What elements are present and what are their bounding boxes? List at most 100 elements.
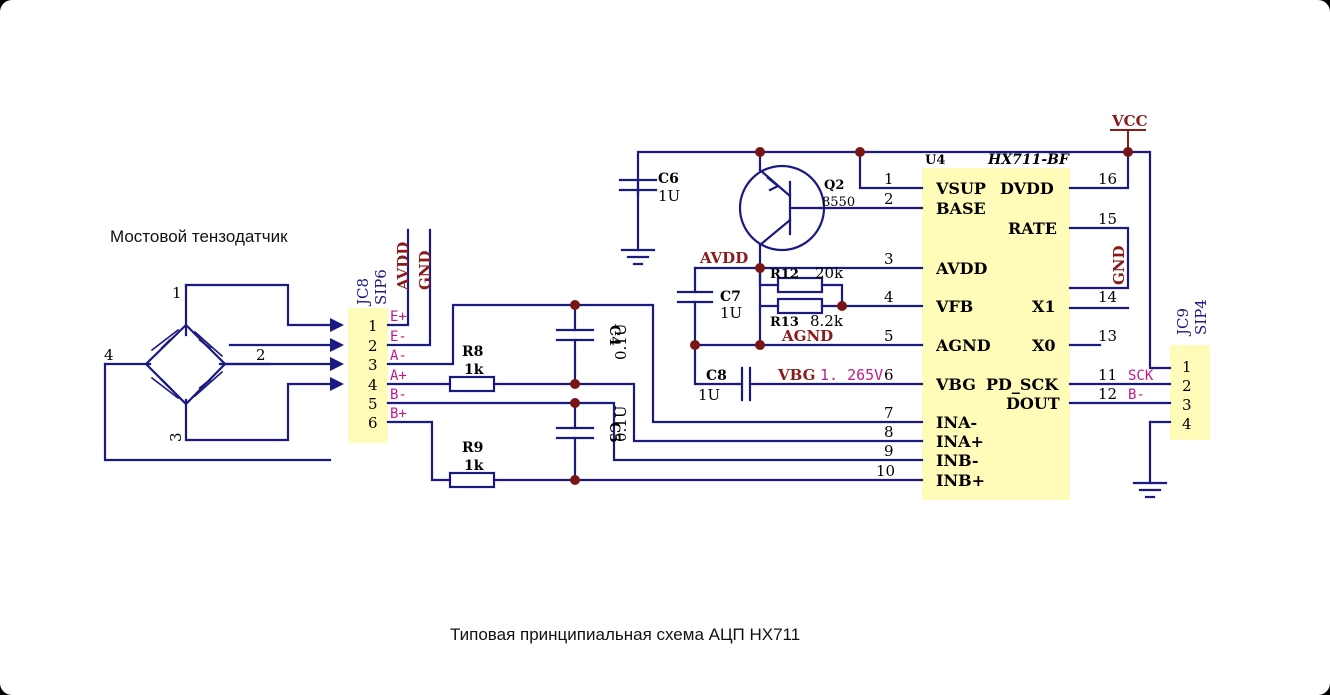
svg-text:AGND: AGND (935, 336, 991, 355)
svg-text:10: 10 (876, 462, 895, 480)
svg-text:2: 2 (1182, 377, 1192, 395)
svg-text:12: 12 (1098, 385, 1117, 403)
svg-text:2: 2 (884, 190, 894, 208)
svg-text:INA+: INA+ (936, 432, 984, 451)
svg-text:3: 3 (884, 250, 894, 268)
svg-text:14: 14 (1098, 288, 1117, 306)
r12-value: 20k (815, 264, 844, 282)
c4-ref: C4 (606, 325, 622, 346)
svg-text:11: 11 (1098, 366, 1117, 384)
u4-chip-body (922, 168, 1070, 500)
jc8-type: SIP6 (372, 269, 390, 305)
resistors (448, 276, 824, 489)
svg-text:RATE: RATE (1008, 219, 1057, 238)
svg-text:X1: X1 (1032, 297, 1056, 316)
r8-value: 1k (464, 362, 484, 378)
r13-symbol (776, 297, 824, 315)
u4-right-pin-numbers: 16 15 14 13 11 12 (1098, 170, 1117, 403)
r13-value: 8.2k (810, 312, 844, 330)
svg-text:DOUT: DOUT (1006, 394, 1060, 413)
diagram-caption: Типовая принципиальная схема АЦП HX711 (450, 625, 800, 644)
c4-value: 0.1U (612, 324, 630, 361)
r9-symbol (448, 471, 496, 489)
jc8-avdd-label: AVDD (394, 242, 412, 291)
svg-text:AVDD: AVDD (935, 259, 988, 278)
jc9-ref: JC9 (1174, 308, 1192, 337)
vcc-net-label: VCC (1111, 112, 1148, 130)
agnd-net-label: AGND (781, 327, 833, 345)
c5-ref: C5 (606, 422, 622, 443)
svg-text:16: 16 (1098, 170, 1117, 188)
svg-text:B+: B+ (390, 406, 407, 422)
svg-text:INB-: INB- (936, 451, 979, 470)
wires (103, 150, 1172, 485)
c8-value: 1U (698, 386, 720, 404)
r9-value: 1k (464, 458, 484, 474)
svg-text:15: 15 (1098, 210, 1117, 228)
u4-left-pin-numbers: 1 2 3 4 5 6 7 8 9 10 (876, 170, 895, 480)
c8-ref: C8 (706, 368, 727, 384)
q2-transistor-symbol (738, 164, 826, 252)
c6-ref: C6 (658, 171, 679, 187)
c7-ref: C7 (720, 289, 741, 305)
svg-text:9: 9 (884, 442, 894, 460)
u4-part: HX711-BF (987, 152, 1070, 168)
u4-right-pin-names: DVDD RATE X1 X0 PD_SCK DOUT (986, 179, 1060, 413)
bridge-pin-3: 3 (167, 432, 185, 442)
r8-ref: R8 (462, 344, 483, 360)
svg-text:E+: E+ (390, 309, 407, 325)
jc9-sck-label: SCK (1128, 368, 1154, 384)
jc8-signal-labels: E+ E- A- A+ B- B+ (390, 309, 407, 422)
jc9-type: SIP4 (1192, 299, 1210, 335)
r12-ref: R12 (770, 267, 799, 282)
svg-text:6: 6 (884, 366, 894, 384)
r8-symbol (448, 375, 496, 393)
c7-value: 1U (720, 304, 742, 322)
svg-text:E-: E- (390, 329, 407, 345)
c6-symbol (618, 178, 658, 192)
svg-text:1: 1 (1182, 358, 1192, 376)
svg-text:1: 1 (884, 170, 894, 188)
bridge-pin-4: 4 (104, 346, 114, 364)
sensor-label: Мостовой тензодатчик (110, 227, 288, 246)
jc9-connector-body (1170, 345, 1210, 440)
svg-text:2: 2 (368, 337, 378, 355)
svg-text:X0: X0 (1032, 336, 1056, 355)
c6-value: 1U (658, 187, 680, 205)
jc8-input-arrows (330, 318, 344, 391)
svg-text:A+: A+ (390, 368, 407, 384)
svg-text:8: 8 (884, 423, 894, 441)
svg-text:VBG: VBG (935, 375, 976, 394)
svg-text:VFB: VFB (935, 297, 973, 316)
c8-symbol (740, 366, 752, 402)
gnd-net-label: GND (1110, 245, 1128, 285)
bridge-pin-2: 2 (256, 346, 266, 364)
svg-text:5: 5 (368, 395, 378, 413)
capacitors (555, 178, 752, 440)
avdd-net-label: AVDD (699, 249, 748, 267)
r13-ref: R13 (770, 315, 799, 330)
c7-symbol (676, 290, 714, 304)
svg-text:4: 4 (1182, 415, 1192, 433)
svg-text:13: 13 (1098, 327, 1117, 345)
bridge-sensor-symbol (144, 323, 227, 406)
svg-text:3: 3 (1182, 396, 1192, 414)
svg-text:7: 7 (884, 404, 894, 422)
bridge-pin-1: 1 (172, 284, 182, 302)
r12-symbol (776, 276, 824, 294)
jc9-b-minus-label: B- (1128, 387, 1145, 403)
junction-dots (570, 147, 1133, 485)
svg-text:1: 1 (368, 317, 378, 335)
c5-symbol (555, 426, 595, 440)
svg-text:INA-: INA- (936, 413, 977, 432)
svg-text:5: 5 (884, 327, 894, 345)
jc8-ref: JC8 (354, 278, 372, 307)
svg-text:4: 4 (884, 288, 894, 306)
svg-text:6: 6 (368, 414, 378, 432)
svg-text:VSUP: VSUP (935, 179, 986, 198)
jc8-gnd-label: GND (416, 250, 434, 290)
vbg-voltage-label: 1. 265V (820, 366, 883, 384)
svg-text:A-: A- (390, 348, 407, 364)
